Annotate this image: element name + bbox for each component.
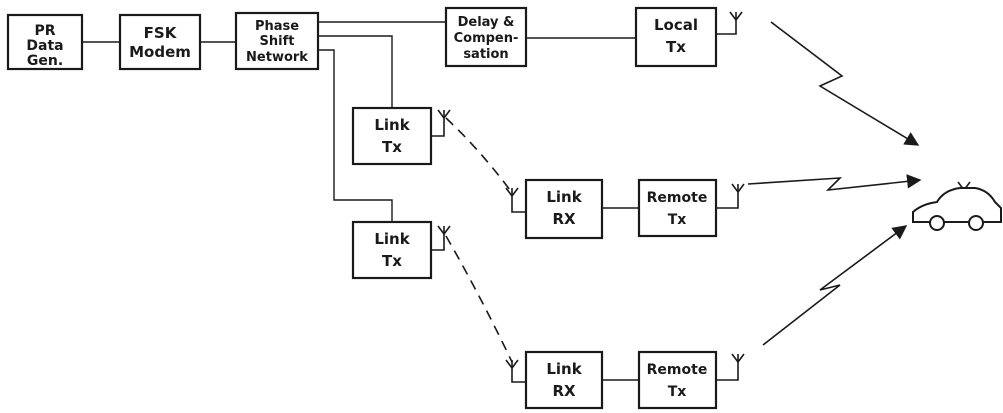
delay-compensation-label-line-1: Delay &: [458, 15, 515, 30]
remote-tx-1-label-line-2: Tx: [668, 212, 687, 228]
local-tx-label-line-1: Local: [654, 16, 698, 34]
pr-data-gen-label-line-3: Gen.: [27, 53, 63, 69]
delay-compensation-label-line-3: sation: [463, 47, 508, 62]
link-tx-2-label-line-2: Tx: [382, 252, 402, 270]
delay-compensation-label-line-2: Compen-: [454, 31, 519, 46]
svg-text:Delay &Compen-sation: Delay &Compen-sation: [454, 15, 519, 62]
remote-tx-2-label-line-2: Tx: [668, 384, 687, 400]
remote-tx-2-propagation-arrow: [762, 225, 908, 346]
remote-tx-1-propagation-arrow: [747, 174, 922, 192]
link-rx-2-antenna-icon: [505, 359, 526, 383]
phase-shift-network-label-line-2: Shift: [260, 34, 295, 49]
link-tx-2-antenna-icon: [431, 225, 451, 251]
remote-tx-1-antenna-icon: [716, 183, 745, 209]
local-tx-propagation-arrow: [770, 21, 920, 146]
link-rx-1-label-line-1: Link: [546, 188, 582, 206]
remote-tx-1-label-line-1: Remote: [647, 190, 708, 206]
fsk-modem-label-line-2: Modem: [129, 43, 191, 61]
phase-shift-network-label-line-3: Network: [246, 50, 308, 65]
antennas: [431, 11, 971, 383]
local-tx-antenna-icon: [716, 11, 743, 35]
radio-links: [445, 117, 513, 363]
remote-tx-2-label-line-1: Remote: [647, 362, 708, 378]
fsk-modem-label-line-1: FSK: [144, 24, 178, 42]
car-icon: [912, 187, 1002, 231]
signal-wires: [82, 21, 639, 381]
link-tx-2-label-line-1: Link: [374, 230, 410, 248]
link-tx-1-antenna-icon: [431, 109, 451, 137]
radio-link-2: [445, 235, 513, 363]
local-tx-label-line-2: Tx: [666, 38, 686, 56]
pr-data-gen-label-line-1: PR: [34, 23, 55, 39]
link-rx-1-antenna-icon: [505, 187, 526, 213]
link-rx-2-label-line-1: Link: [546, 360, 582, 378]
link-tx-1-label-line-2: Tx: [382, 138, 402, 156]
phase-shift-network-label-line-1: Phase: [255, 19, 299, 34]
propagation-paths: [747, 21, 922, 346]
pr-data-gen-label-line-2: Data: [26, 38, 63, 54]
link-tx-1-label-line-1: Link: [374, 116, 410, 134]
delay-compensation-block: Delay &Compen-sation: [444, 6, 528, 68]
link-rx-1-label-line-2: RX: [552, 210, 576, 228]
radio-link-1: [445, 117, 511, 191]
link-rx-2-label-line-2: RX: [552, 382, 576, 400]
remote-tx-2-antenna-icon: [716, 353, 745, 381]
